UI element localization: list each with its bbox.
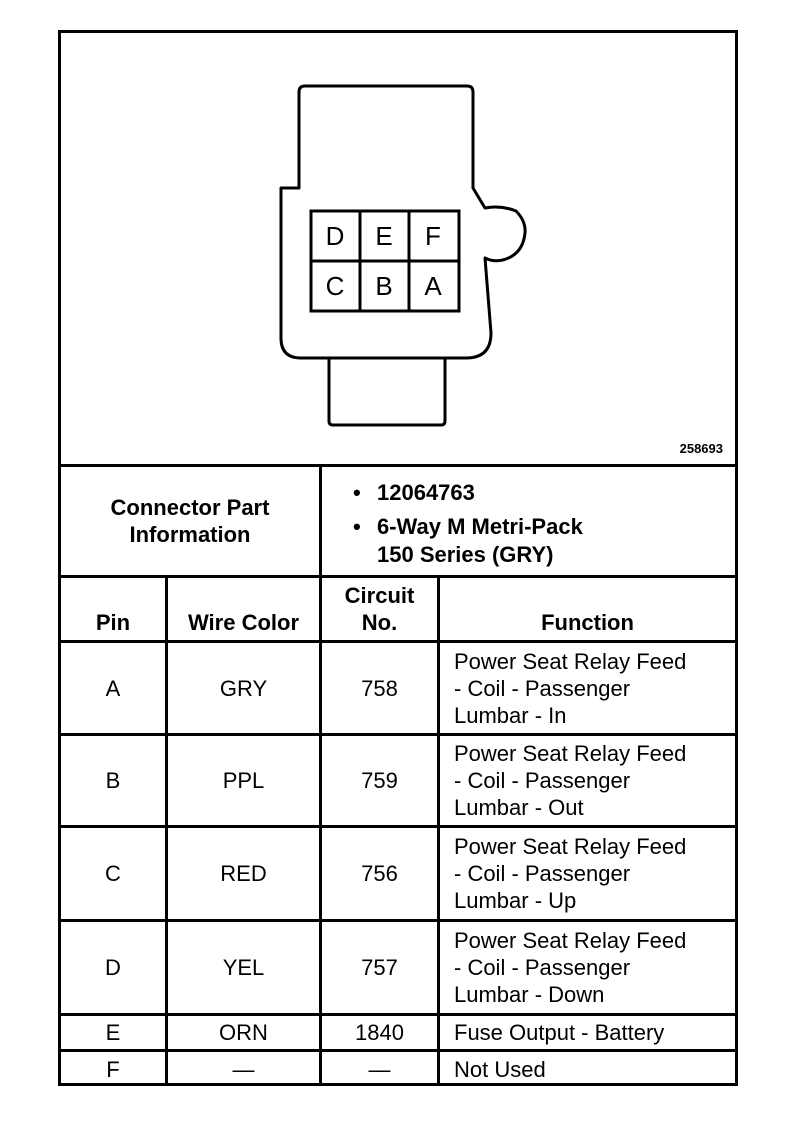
connector-body-outline bbox=[279, 84, 527, 360]
header-function: Function bbox=[541, 610, 634, 635]
pin-label-e: E bbox=[375, 221, 392, 251]
bullet-icon: • bbox=[353, 514, 361, 539]
cell-circuit: 758 bbox=[361, 675, 398, 701]
function-line: Fuse Output - Battery bbox=[454, 1020, 665, 1045]
cell-pin: F bbox=[106, 1056, 120, 1082]
cell-circuit: 757 bbox=[361, 955, 398, 980]
connector-description: 6-Way M Metri-Pack 150 Series (GRY) bbox=[377, 513, 583, 569]
divider-info-table bbox=[61, 575, 735, 578]
cell-circuit: 1840 bbox=[355, 1020, 404, 1045]
cell-circuit: 759 bbox=[361, 768, 398, 793]
cell-wire-color: PPL bbox=[222, 768, 265, 793]
cell-function: Power Seat Relay Feed - Coil - Passenger… bbox=[440, 643, 735, 733]
pin-label-a: A bbox=[424, 271, 442, 301]
header-circuit-no: Circuit No. bbox=[322, 578, 437, 640]
cell-wire-color: ORN bbox=[219, 1020, 268, 1045]
function-line: Lumbar - In bbox=[454, 702, 567, 728]
cell-wire-color: — bbox=[232, 1056, 255, 1082]
divider-row-a bbox=[61, 733, 735, 736]
divider-diagram-info bbox=[61, 464, 735, 467]
description-line1: 6-Way M Metri-Pack bbox=[377, 514, 583, 539]
function-line: - Coil - Passenger bbox=[454, 768, 631, 793]
connector-sheet: D E F C B A 258693 Connector Part Inform… bbox=[58, 30, 738, 1086]
cell-wire-color: GRY bbox=[219, 675, 268, 701]
cell-function: Power Seat Relay Feed - Coil - Passenger… bbox=[440, 828, 735, 919]
pin-cavity-grid: D E F C B A bbox=[309, 209, 461, 313]
divider-circuit-column bbox=[437, 575, 440, 1086]
cell-function: Fuse Output - Battery bbox=[440, 1016, 735, 1049]
cell-pin: E bbox=[105, 1020, 121, 1045]
connector-part-info-values: • 12064763 • 6-Way M Metri-Pack 150 Seri… bbox=[353, 479, 723, 575]
cell-pin: D bbox=[105, 955, 121, 980]
bullet-icon: • bbox=[353, 480, 361, 505]
header-circuit-line2: No. bbox=[361, 610, 398, 635]
pin-label-f: F bbox=[425, 221, 441, 251]
figure-number: 258693 bbox=[679, 441, 723, 456]
pin-label-b: B bbox=[375, 271, 392, 301]
divider-row-c bbox=[61, 919, 735, 922]
cell-function: Not Used bbox=[440, 1052, 735, 1086]
divider-info-columns bbox=[319, 464, 322, 578]
cell-function: Power Seat Relay Feed - Coil - Passenger… bbox=[440, 922, 735, 1013]
function-line: Power Seat Relay Feed bbox=[454, 741, 687, 766]
divider-pin-column bbox=[165, 575, 168, 1086]
divider-row-d bbox=[61, 1013, 735, 1016]
function-line: Not Used bbox=[454, 1056, 546, 1082]
function-line: - Coil - Passenger bbox=[454, 675, 631, 701]
cell-wire-color: RED bbox=[220, 861, 267, 886]
cell-circuit: 756 bbox=[361, 861, 398, 886]
cell-circuit: — bbox=[368, 1056, 391, 1082]
function-line: Lumbar - Down bbox=[454, 982, 605, 1007]
pin-label-d: D bbox=[326, 221, 345, 251]
function-line: - Coil - Passenger bbox=[454, 955, 631, 980]
divider-row-b bbox=[61, 825, 735, 828]
header-wire-color: Wire Color bbox=[187, 610, 300, 635]
part-number: 12064763 bbox=[377, 480, 475, 505]
connector-description-line: • 6-Way M Metri-Pack 150 Series (GRY) bbox=[353, 513, 723, 569]
description-line2: 150 Series (GRY) bbox=[377, 542, 554, 567]
divider-wire-column bbox=[319, 575, 322, 1086]
cell-wire-color: YEL bbox=[222, 955, 265, 980]
function-line: Lumbar - Up bbox=[454, 888, 577, 913]
info-label-line2: Information bbox=[129, 522, 251, 547]
connector-face-diagram: D E F C B A bbox=[279, 84, 527, 427]
cell-pin: C bbox=[105, 861, 121, 886]
cell-function: Power Seat Relay Feed - Coil - Passenger… bbox=[440, 736, 735, 825]
connector-part-info-label: Connector Part Information bbox=[61, 467, 319, 575]
header-circuit-line1: Circuit bbox=[344, 583, 415, 608]
header-pin: Pin bbox=[95, 610, 131, 635]
cell-pin: A bbox=[105, 675, 121, 701]
part-number-line: • 12064763 bbox=[353, 479, 723, 507]
function-line: - Coil - Passenger bbox=[454, 861, 631, 886]
divider-row-e bbox=[61, 1049, 735, 1052]
cell-pin: B bbox=[105, 768, 121, 793]
divider-header-rows bbox=[61, 640, 735, 643]
function-line: Power Seat Relay Feed bbox=[454, 928, 687, 953]
function-line: Power Seat Relay Feed bbox=[454, 834, 687, 859]
pin-label-c: C bbox=[326, 271, 345, 301]
function-line: Power Seat Relay Feed bbox=[454, 648, 687, 674]
info-label-line1: Connector Part bbox=[110, 495, 270, 520]
function-line: Lumbar - Out bbox=[454, 795, 584, 820]
connector-lock-tab bbox=[327, 358, 447, 427]
